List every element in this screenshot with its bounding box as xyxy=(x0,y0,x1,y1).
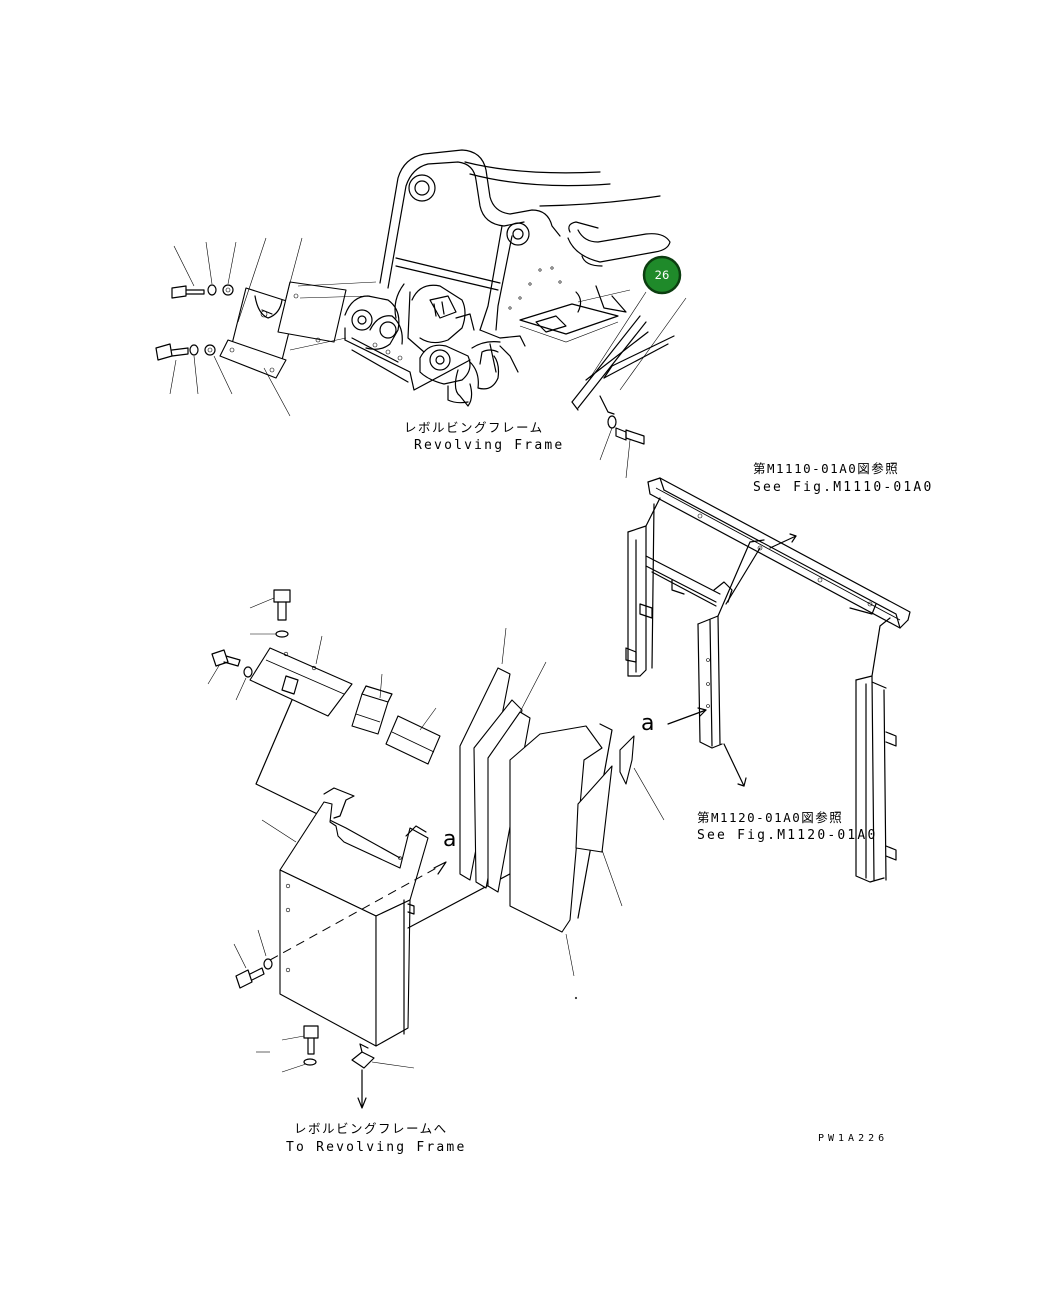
to-revolving-frame-label-en: To Revolving Frame xyxy=(286,1140,466,1155)
see-fig-1120-label-jp: 第M1120-01A0図参照 xyxy=(697,810,843,825)
reference-letter-a-lower: a xyxy=(443,827,456,852)
lower-cover-assembly xyxy=(207,589,665,1109)
see-fig-1120-label-en: See Fig.M1120-01A0 xyxy=(697,828,877,843)
callout-badge[interactable] xyxy=(642,255,682,295)
see-fig-1110-label-jp: 第M1110-01A0図参照 xyxy=(753,461,899,476)
part-callout-26[interactable]: 26 xyxy=(589,255,687,391)
revolving-frame-assembly xyxy=(344,149,675,445)
revolving-frame-label-jp: レボルビングフレーム xyxy=(404,420,544,435)
to-revolving-frame-label-jp: レボルビングフレームへ xyxy=(294,1121,448,1136)
revolving-frame-label-en: Revolving Frame xyxy=(414,438,564,453)
upper-cover-plates xyxy=(155,237,631,479)
callout-number: 26 xyxy=(655,268,670,282)
label-see-fig-1120: 第M1120-01A0図参照 See Fig.M1120-01A0 xyxy=(697,810,877,843)
cab-frame-assembly xyxy=(625,477,911,883)
reference-letter-a-right: a xyxy=(641,711,654,736)
drawing-code: PW1A226 xyxy=(818,1133,888,1144)
see-fig-1110-label-en: See Fig.M1110-01A0 xyxy=(753,480,933,495)
label-to-revolving-frame: レボルビングフレームへ To Revolving Frame xyxy=(286,1121,466,1155)
label-see-fig-1110: 第M1110-01A0図参照 See Fig.M1110-01A0 xyxy=(753,461,933,495)
label-revolving-frame: レボルビングフレーム Revolving Frame xyxy=(404,420,564,453)
